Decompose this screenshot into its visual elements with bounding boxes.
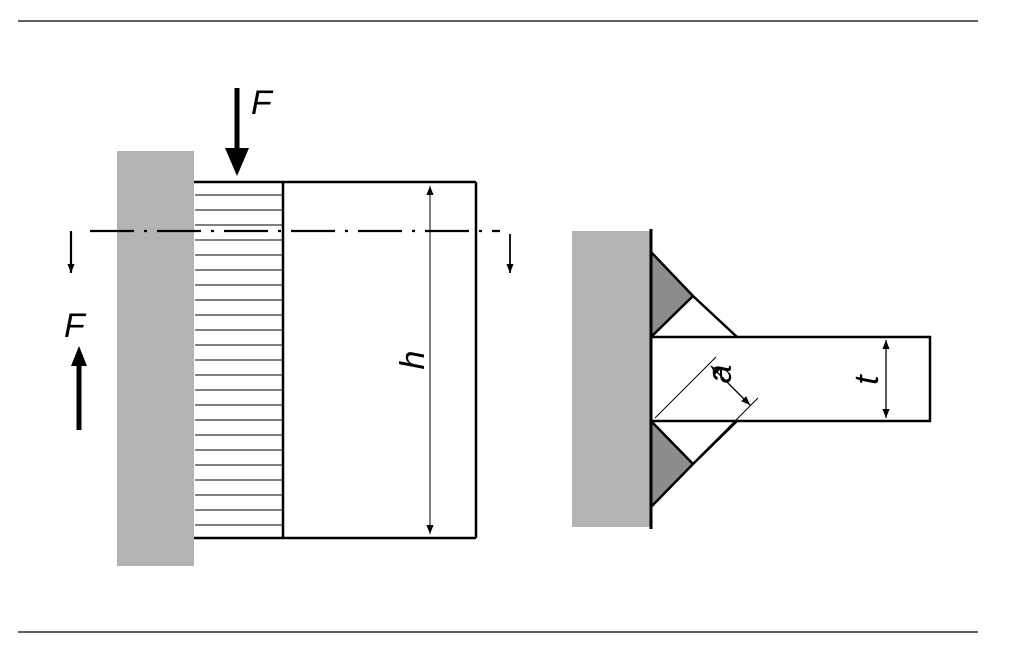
throat-dimension-line <box>710 365 751 406</box>
section-view: a t <box>572 229 932 529</box>
force-label-top: F <box>251 84 274 122</box>
wall-right <box>572 231 651 527</box>
wall-left <box>117 151 194 566</box>
weld-fillet-lower <box>649 417 695 511</box>
weld-leg-upper <box>692 295 738 338</box>
throat-extension-2 <box>696 397 759 460</box>
throat-label: a <box>701 365 739 384</box>
plate-section <box>649 335 932 423</box>
force-arrow-left-head <box>71 346 87 366</box>
weld-leg-lower <box>692 420 738 465</box>
thickness-label: t <box>848 374 886 385</box>
front-view: F F h <box>64 84 514 566</box>
throat-extension-1 <box>654 356 717 419</box>
weld-fillet-upper <box>649 248 695 340</box>
force-label-left: F <box>64 307 87 345</box>
height-label: h <box>394 351 432 370</box>
force-arrow-top-head <box>225 148 249 176</box>
weld-hatch <box>195 194 283 526</box>
